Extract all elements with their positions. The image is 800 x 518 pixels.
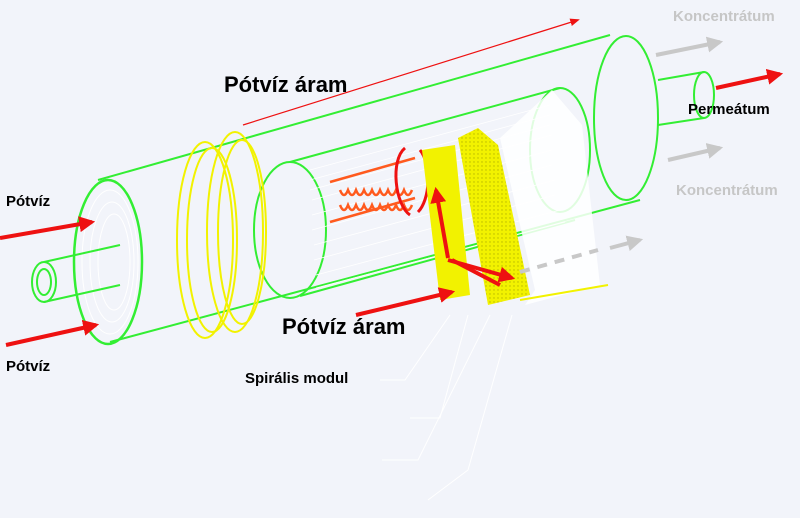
leader-lines bbox=[380, 314, 513, 501]
housing-end-cap bbox=[72, 178, 144, 346]
membrane-dashed-flow bbox=[519, 248, 599, 274]
permeate-arrow bbox=[715, 68, 784, 90]
feed-in-label-bottom: Pótvíz bbox=[6, 358, 51, 375]
perforated-core bbox=[329, 156, 416, 224]
feed-arrows bbox=[0, 216, 100, 347]
permeate-label: Permeátum bbox=[688, 101, 770, 118]
feed-flow-label-top: Pótvíz áram bbox=[224, 72, 348, 97]
top-flow-arrow bbox=[242, 18, 580, 126]
feed-flow-label-bottom: Pótvíz áram bbox=[282, 314, 406, 339]
membrane-leaf bbox=[422, 90, 609, 305]
concentrate-label-top: Koncentrátum bbox=[673, 8, 775, 25]
leaf-flow-arrows bbox=[355, 186, 516, 317]
brine-seal bbox=[176, 131, 267, 339]
concentrate-arrows bbox=[609, 36, 724, 252]
feed-in-label-top: Pótvíz bbox=[6, 193, 51, 210]
permeate-pipe bbox=[31, 244, 121, 303]
module-label: Spirális modul bbox=[245, 370, 349, 387]
concentrate-label-mid: Koncentrátum bbox=[676, 182, 778, 199]
